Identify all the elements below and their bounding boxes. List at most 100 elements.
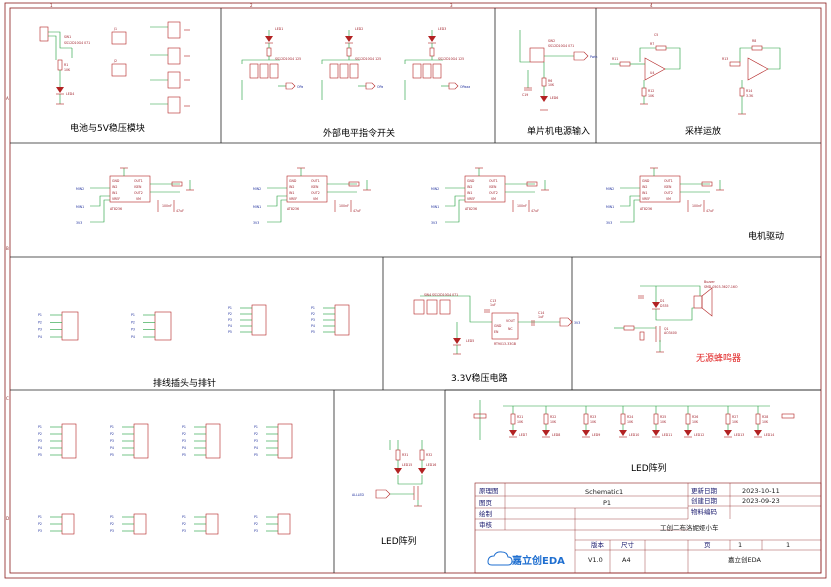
svg-text:P1: P1	[38, 515, 42, 519]
section-title-motor: 电机驱动	[748, 230, 784, 242]
svg-text:P5: P5	[254, 453, 258, 457]
svg-text:P3: P3	[38, 529, 42, 533]
svg-text:R14: R14	[746, 89, 752, 93]
svg-text:P1: P1	[38, 313, 42, 317]
svg-text:C: C	[6, 396, 9, 401]
svg-text:GND: GND	[289, 179, 297, 183]
svg-text:P2: P2	[131, 320, 135, 324]
svg-text:P3: P3	[182, 439, 186, 443]
svg-text:P4: P4	[254, 446, 258, 450]
svg-text:3V3: 3V3	[76, 221, 82, 225]
svg-text:IN2: IN2	[289, 185, 294, 189]
svg-text:D335: D335	[660, 304, 669, 308]
buzzer-circuit: Buzzer SMD-0503-3627-16O D1 D335 Q1 AO34…	[614, 280, 738, 353]
section-title-led-right: LED阵列	[631, 462, 667, 474]
svg-text:P2: P2	[254, 432, 258, 436]
svg-text:2: 2	[250, 3, 253, 8]
svg-text:SS12D10G4 125: SS12D10G4 125	[355, 57, 381, 61]
svg-text:J1: J1	[113, 27, 117, 31]
svg-text:4: 4	[650, 3, 653, 8]
svg-text:R21: R21	[517, 415, 523, 419]
svg-text:ISEN: ISEN	[311, 185, 319, 189]
svg-text:100nF: 100nF	[162, 204, 172, 208]
tb-size: A4	[622, 556, 631, 564]
svg-text:47uF: 47uF	[531, 209, 539, 213]
svg-text:3V3: 3V3	[431, 221, 437, 225]
svg-text:SS12D10G4 071: SS12D10G4 071	[548, 44, 574, 48]
svg-text:ISEN: ISEN	[134, 185, 142, 189]
svg-text:10K: 10K	[732, 420, 739, 424]
svg-text:R24: R24	[627, 415, 633, 419]
svg-text:1uF: 1uF	[490, 303, 496, 307]
svg-text:P3: P3	[131, 328, 135, 332]
svg-text:P1: P1	[131, 313, 135, 317]
svg-text:47uF: 47uF	[176, 209, 184, 213]
svg-text:P2: P2	[38, 522, 42, 526]
section-title-mcu-power: 单片机电源输入	[527, 125, 590, 137]
svg-text:P4: P4	[110, 446, 114, 450]
svg-text:P1: P1	[254, 425, 258, 429]
svg-text:SW2: SW2	[548, 39, 555, 43]
svg-text:MIN1: MIN1	[76, 205, 84, 209]
title-block: 原理图 图页 绘制 审核 更新日期 创建日期 物料编码 版本 尺寸 页 Sche…	[474, 482, 822, 574]
svg-text:P3: P3	[254, 439, 258, 443]
cloud-logo-icon	[487, 551, 513, 566]
svg-text:P4: P4	[38, 335, 42, 339]
svg-text:ISEN: ISEN	[489, 185, 497, 189]
tb-label-size: 尺寸	[621, 540, 635, 549]
svg-text:1uF: 1uF	[538, 315, 544, 319]
svg-text:SMD-0503-3627-16O: SMD-0503-3627-16O	[704, 285, 738, 289]
svg-text:LED3: LED3	[438, 27, 446, 31]
tb-label-page: 页	[704, 541, 711, 549]
svg-text:NC: NC	[508, 327, 513, 331]
svg-text:P2: P2	[38, 320, 42, 324]
svg-text:3: 3	[450, 3, 453, 8]
svg-text:VREF: VREF	[112, 197, 120, 201]
ext-net-label: OPaaa	[460, 85, 470, 89]
svg-text:3V3: 3V3	[253, 221, 259, 225]
svg-text:OUT1: OUT1	[134, 179, 143, 183]
svg-text:P4: P4	[182, 446, 186, 450]
svg-text:D1: D1	[660, 299, 664, 303]
svg-text:OUT2: OUT2	[311, 191, 320, 195]
svg-text:R23: R23	[590, 415, 596, 419]
svg-text:IN1: IN1	[642, 191, 647, 195]
svg-text:P4: P4	[228, 324, 232, 328]
section-title-external: 外部电平指令开关	[323, 127, 395, 139]
svg-text:P2: P2	[110, 432, 114, 436]
svg-text:P1: P1	[182, 425, 186, 429]
svg-text:1: 1	[50, 3, 53, 8]
svg-text:OUT1: OUT1	[489, 179, 498, 183]
led-array-right: R2110KLED7R2210KLED8R2310KLED9R2410KLED1…	[473, 400, 795, 440]
section-title-ldo: 3.3V稳压电路	[451, 372, 507, 384]
inner-frame	[9, 7, 822, 574]
svg-text:AT8236: AT8236	[640, 207, 652, 211]
svg-text:C5: C5	[654, 33, 658, 37]
section-dividers	[10, 8, 821, 573]
svg-text:P1: P1	[110, 425, 114, 429]
svg-text:LED5: LED5	[466, 339, 474, 343]
svg-text:P3: P3	[311, 318, 315, 322]
svg-text:P1: P1	[254, 515, 258, 519]
svg-text:B: B	[6, 246, 9, 251]
tb-page-total: 1	[786, 541, 790, 549]
outer-frame	[4, 2, 827, 579]
svg-text:P5: P5	[38, 453, 42, 457]
tb-label-update: 更新日期	[691, 486, 718, 495]
svg-text:P5: P5	[228, 330, 232, 334]
svg-text:LED4: LED4	[66, 92, 74, 96]
svg-text:VOUT: VOUT	[506, 319, 515, 323]
svg-text:P5: P5	[182, 453, 186, 457]
svg-text:VREF: VREF	[467, 197, 475, 201]
svg-text:OUT1: OUT1	[664, 179, 673, 183]
svg-text:P2: P2	[254, 522, 258, 526]
